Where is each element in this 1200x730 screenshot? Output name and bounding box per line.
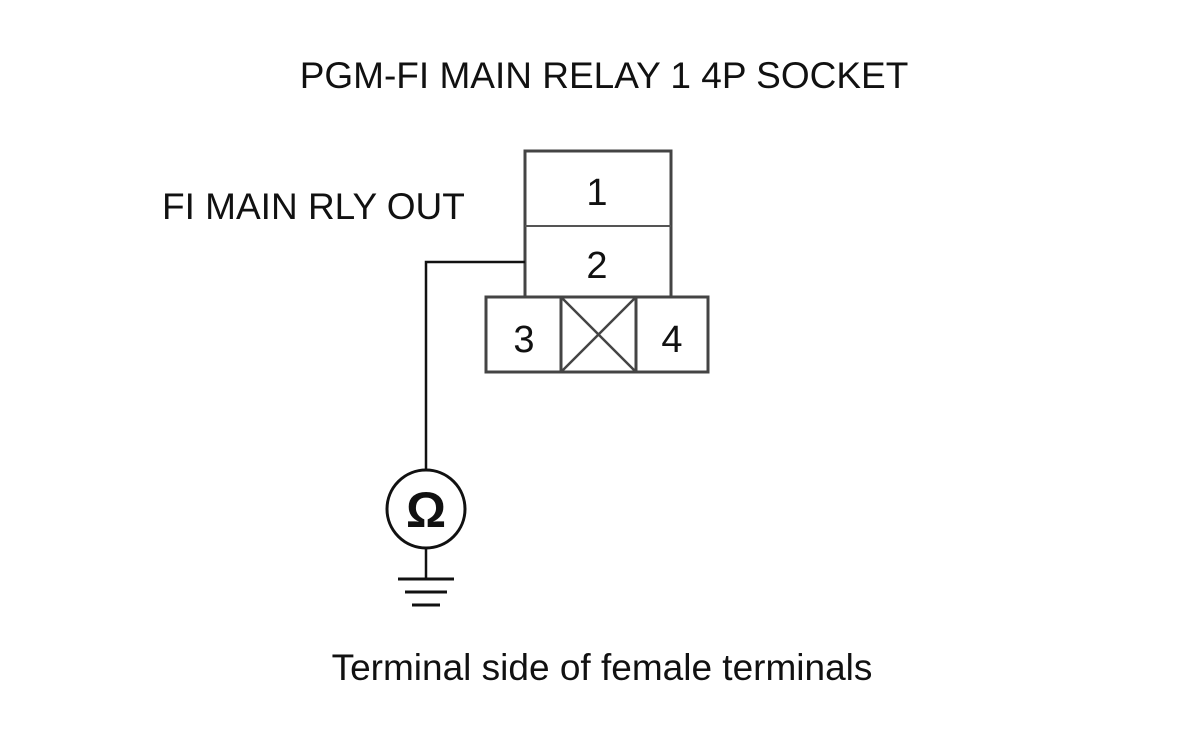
- ground-icon: [398, 577, 454, 607]
- connector-socket: 1 2 3 4: [484, 149, 710, 374]
- terminal-3-label: 3: [513, 319, 534, 361]
- terminal-4-label: 4: [661, 319, 682, 361]
- ohm-symbol: Ω: [406, 482, 446, 538]
- connector-upper-body: [523, 149, 673, 299]
- ohmmeter-icon: Ω: [385, 468, 467, 550]
- terminal-2-label: 2: [586, 245, 607, 287]
- blocked-cavity-icon: [560, 296, 637, 373]
- caption: Terminal side of female terminals: [332, 647, 873, 688]
- test-lead-wire: [424, 260, 525, 469]
- wire-label: FI MAIN RLY OUT: [162, 186, 465, 227]
- terminal-1-label: 1: [586, 172, 607, 214]
- diagram-title: PGM-FI MAIN RELAY 1 4P SOCKET: [300, 55, 909, 96]
